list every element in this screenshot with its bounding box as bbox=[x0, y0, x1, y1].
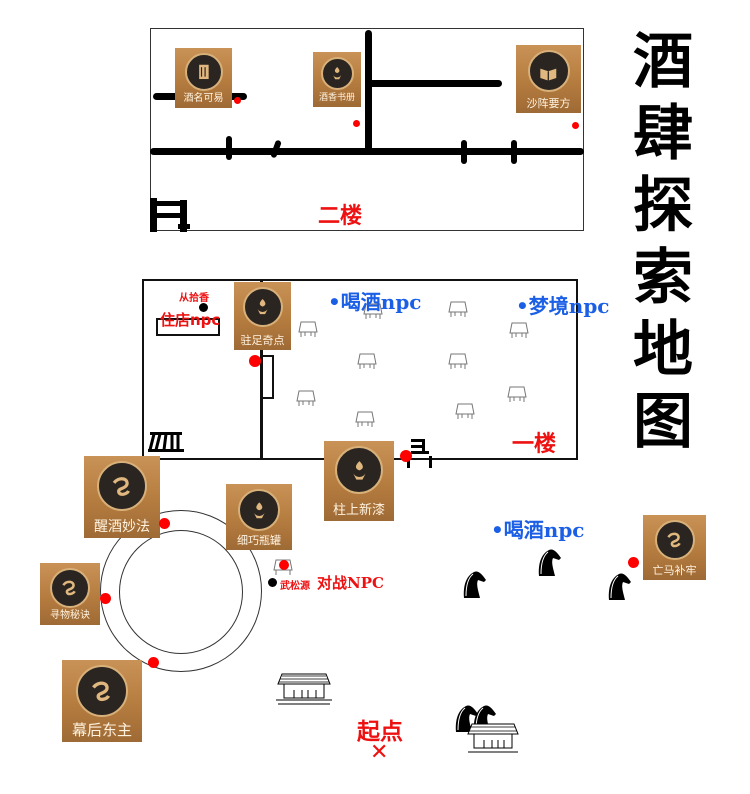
title-char: 地 bbox=[633, 315, 693, 385]
horse-icon bbox=[538, 549, 561, 576]
door-icon bbox=[405, 438, 435, 468]
start-marker-icon[interactable]: ✕ bbox=[370, 740, 389, 765]
horse-icon bbox=[463, 571, 486, 598]
counter bbox=[156, 318, 220, 336]
location-xi-qiao-ping-guan[interactable]: 细巧瓶罐 bbox=[226, 484, 292, 550]
title-char: 探 bbox=[633, 171, 693, 241]
title-char: 肆 bbox=[633, 99, 693, 169]
table-icon bbox=[448, 353, 468, 369]
location-wang-ma-bu-lao[interactable]: 亡马补牢 bbox=[643, 515, 706, 580]
door-mark bbox=[511, 140, 517, 164]
npc-marker[interactable] bbox=[268, 578, 277, 587]
table-icon bbox=[363, 303, 383, 319]
dream-npc-label[interactable]: •梦境npc bbox=[516, 294, 610, 318]
swirl-emblem-icon bbox=[76, 665, 128, 717]
table-icon bbox=[509, 322, 529, 338]
floor-label-second: 二楼 bbox=[318, 204, 363, 229]
table-icon bbox=[455, 403, 475, 419]
stairs-icon bbox=[146, 430, 186, 454]
title-char: 酒 bbox=[633, 27, 693, 97]
location-label: 柱上新漆 bbox=[332, 503, 385, 518]
gate-building-icon bbox=[467, 723, 519, 753]
location-marker bbox=[100, 593, 111, 604]
location-jiu-ming-ke-yi[interactable]: 酒名可易 bbox=[175, 48, 232, 108]
table-icon bbox=[507, 386, 527, 402]
location-label: 驻足奇点 bbox=[240, 334, 285, 347]
circular-plaza-inner bbox=[119, 530, 243, 654]
swirl-emblem-icon bbox=[97, 461, 147, 511]
floor-label-first: 一楼 bbox=[512, 432, 557, 457]
location-zhu-zu-qi-dian[interactable]: 驻足奇点 bbox=[234, 282, 291, 350]
title-char: 图 bbox=[633, 387, 693, 457]
swirl-emblem-icon bbox=[50, 568, 90, 608]
wall bbox=[365, 30, 372, 152]
map-title: 酒 肆 探 索 地 图 bbox=[628, 26, 698, 458]
location-marker bbox=[148, 657, 159, 668]
door-mark bbox=[461, 140, 467, 164]
battle-npc-name: 武松源 bbox=[280, 581, 310, 592]
location-marker bbox=[572, 122, 579, 129]
location-marker bbox=[353, 120, 360, 127]
stairs-icon bbox=[148, 196, 192, 234]
location-xing-jiu-miao-fa[interactable]: 醒酒妙法 bbox=[84, 456, 160, 538]
lotus-hand-emblem-icon bbox=[320, 57, 354, 90]
location-marker bbox=[234, 97, 241, 104]
battle-npc-label[interactable]: 对战NPC bbox=[317, 574, 384, 592]
location-label: 酒名可易 bbox=[183, 93, 224, 104]
table-icon bbox=[298, 321, 318, 337]
circular-plaza-outer bbox=[100, 510, 262, 672]
inn-npc-label: 住店npc bbox=[160, 311, 221, 329]
location-mu-hou-dong-zhu[interactable]: 幕后东主 bbox=[62, 660, 142, 742]
location-label: 幕后东主 bbox=[71, 721, 132, 739]
table-icon bbox=[355, 411, 375, 427]
title-char: 索 bbox=[633, 243, 693, 313]
door-mark bbox=[226, 136, 232, 160]
scroll-emblem-icon bbox=[184, 53, 223, 91]
location-label: 寻物秘诀 bbox=[50, 610, 90, 621]
location-label: 酒香书册 bbox=[318, 93, 355, 103]
location-marker bbox=[400, 450, 412, 462]
table-icon bbox=[357, 353, 377, 369]
location-xun-wu-mi-jue[interactable]: 寻物秘诀 bbox=[40, 563, 100, 625]
location-marker bbox=[159, 518, 170, 529]
horse-icon bbox=[608, 573, 631, 600]
lotus-hand-emblem-icon bbox=[238, 489, 280, 531]
pillar bbox=[260, 355, 274, 399]
lotus-hand-emblem-icon bbox=[242, 287, 283, 327]
table-icon bbox=[448, 301, 468, 317]
lotus-hand-emblem-icon bbox=[335, 446, 383, 494]
location-marker bbox=[279, 560, 289, 570]
book-emblem-icon bbox=[527, 50, 570, 92]
location-jiu-xiang-shu-ce[interactable]: 酒香书册 bbox=[313, 52, 361, 107]
location-label: 沙阵要方 bbox=[526, 97, 571, 110]
npc-marker[interactable] bbox=[199, 303, 208, 312]
location-sha-zhen-yao-fang[interactable]: 沙阵要方 bbox=[516, 45, 581, 113]
location-zhu-shang-xin-qi[interactable]: 柱上新漆 bbox=[324, 441, 394, 521]
location-marker bbox=[249, 355, 261, 367]
location-marker bbox=[628, 557, 639, 568]
location-label: 醒酒妙法 bbox=[94, 519, 150, 535]
drink-npc-label-2[interactable]: •喝酒npc bbox=[491, 518, 585, 542]
gate-building-icon bbox=[276, 673, 332, 705]
table-icon bbox=[296, 390, 316, 406]
wall bbox=[368, 80, 502, 87]
drink-npc-label-1[interactable]: •喝酒npc bbox=[328, 290, 422, 314]
swirl-emblem-icon bbox=[654, 520, 695, 560]
location-label: 亡马补牢 bbox=[652, 564, 697, 577]
horse-icon bbox=[455, 705, 478, 732]
inn-npc-name: 从拾香 bbox=[179, 293, 209, 304]
start-label: 起点 bbox=[357, 719, 403, 745]
location-label: 细巧瓶罐 bbox=[237, 534, 281, 547]
second-floor-area bbox=[150, 28, 584, 231]
